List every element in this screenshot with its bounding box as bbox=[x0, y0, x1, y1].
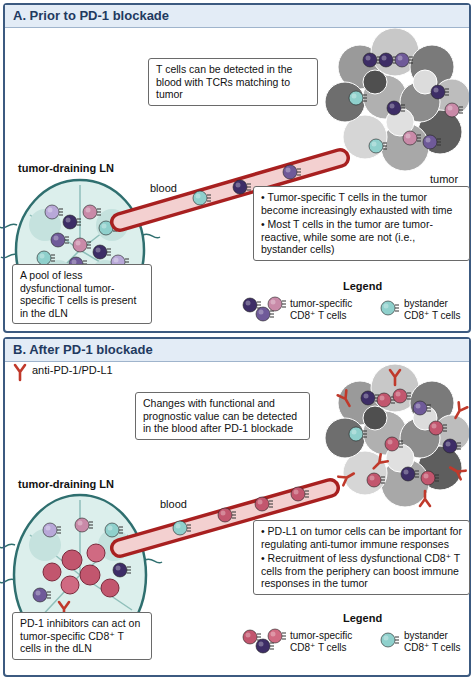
antibody-symbol bbox=[15, 365, 25, 380]
drawing-use bbox=[33, 588, 51, 602]
drawing-use bbox=[173, 521, 191, 535]
drawing-use bbox=[233, 180, 251, 194]
drawing-use bbox=[395, 53, 413, 67]
drawing-use bbox=[349, 91, 367, 105]
drawing-use bbox=[83, 205, 101, 219]
drawing-circle bbox=[62, 550, 82, 570]
drawing-use bbox=[73, 238, 91, 252]
lymph-node bbox=[0, 180, 160, 320]
callout-box: PD-1 inhibitors can act on tumor-specifi… bbox=[12, 612, 152, 660]
drawing-use bbox=[423, 135, 441, 149]
callout-text: • Tumor-specific T cells in the tumor be… bbox=[261, 191, 462, 216]
drawing-path bbox=[143, 234, 160, 238]
drawing-circle bbox=[61, 576, 79, 594]
drawing-use bbox=[75, 518, 93, 532]
legend-text: tumor-specific CD8⁺ T cells bbox=[290, 630, 374, 654]
drawing-use bbox=[105, 523, 123, 537]
drawing-use bbox=[349, 427, 367, 441]
drawing-use bbox=[401, 467, 419, 481]
legend-text: bystander CD8⁺ T cells bbox=[404, 630, 470, 654]
drawing-use bbox=[381, 633, 399, 647]
drawing-use bbox=[45, 205, 63, 219]
panel-title: B. After PD-1 blockade bbox=[5, 339, 469, 362]
drawing-use bbox=[390, 370, 400, 385]
drawing-use bbox=[431, 85, 449, 99]
drawing-ellipse bbox=[16, 180, 144, 320]
drawing-use bbox=[283, 165, 301, 179]
drawing-use bbox=[393, 389, 411, 403]
drawing-use bbox=[381, 301, 399, 315]
drawing-use bbox=[193, 191, 211, 205]
legend-text: tumor-specific CD8⁺ T cells bbox=[290, 298, 374, 322]
drawing-use bbox=[218, 508, 236, 522]
drawing-use bbox=[451, 402, 467, 420]
text-label: Legend bbox=[343, 612, 382, 625]
drawing-use bbox=[338, 469, 356, 485]
callout-box: T cells can be detected in the blood wit… bbox=[148, 58, 318, 106]
drawing-use bbox=[420, 491, 430, 506]
drawing-use bbox=[413, 401, 431, 415]
drawing-use bbox=[113, 563, 131, 577]
drawing-use bbox=[51, 233, 69, 247]
drawing-use bbox=[268, 629, 286, 643]
drawing-path bbox=[145, 559, 162, 563]
drawing-use bbox=[268, 297, 286, 311]
text-label: tumor-draining LN bbox=[18, 478, 114, 491]
callout-text: • PD-L1 on tumor cells can be important … bbox=[261, 525, 462, 550]
tumor bbox=[325, 364, 470, 507]
drawing-use bbox=[445, 103, 463, 117]
legend-samples bbox=[243, 297, 399, 321]
drawing-use bbox=[448, 463, 466, 479]
callout-text: Changes with functional and prognostic v… bbox=[143, 397, 302, 435]
text-label: anti-PD-1/PD-L1 bbox=[32, 364, 113, 377]
drawing-use bbox=[93, 245, 111, 259]
callout-box: • Tumor-specific T cells in the tumor be… bbox=[253, 186, 470, 261]
drawing-use bbox=[403, 131, 421, 145]
panel: B. After PD-1 blockadeChanges with funct… bbox=[3, 337, 471, 677]
text-label: tumor bbox=[430, 173, 458, 186]
drawing-path bbox=[30, 500, 132, 620]
drawing-circle bbox=[87, 544, 105, 562]
drawing-use bbox=[63, 215, 81, 229]
drawing-use bbox=[361, 391, 379, 405]
drawing-use bbox=[379, 53, 397, 67]
drawing-circle bbox=[101, 579, 119, 597]
drawing-use bbox=[291, 487, 309, 501]
drawing-use bbox=[255, 497, 273, 511]
drawing-use bbox=[385, 437, 403, 451]
drawing-use bbox=[443, 439, 461, 453]
drawing-use bbox=[325, 364, 470, 507]
legend-samples bbox=[243, 629, 399, 653]
legend-text: bystander CD8⁺ T cells bbox=[404, 298, 470, 322]
callout-text: • Recruitment of less dysfunctional CD8⁺… bbox=[261, 552, 462, 590]
drawing-use bbox=[363, 53, 381, 67]
callout-box: • PD-L1 on tumor cells can be important … bbox=[253, 520, 470, 595]
drawing-use bbox=[377, 393, 395, 407]
drawing-use bbox=[37, 251, 55, 265]
drawing-circle bbox=[43, 563, 61, 581]
callout-text: PD-1 inhibitors can act on tumor-specifi… bbox=[20, 617, 144, 655]
drawing-use bbox=[387, 101, 405, 115]
callout-text: • Most T cells in the tumor are tumor-re… bbox=[261, 218, 462, 256]
drawing-circle bbox=[80, 565, 100, 585]
drawing-use bbox=[421, 471, 439, 485]
drawing-use bbox=[370, 454, 388, 472]
tumor bbox=[325, 28, 470, 171]
drawing-use bbox=[43, 523, 61, 537]
callout-text: T cells can be detected in the blood wit… bbox=[156, 63, 310, 101]
text-label: Legend bbox=[343, 280, 382, 293]
drawing-use bbox=[429, 421, 447, 435]
callout-text: A pool of less dysfunctional tumor-speci… bbox=[20, 269, 144, 319]
drawing-use bbox=[338, 390, 354, 408]
text-label: blood bbox=[150, 182, 177, 195]
panel-title: A. Prior to PD-1 blockade bbox=[5, 5, 469, 28]
text-label: blood bbox=[160, 498, 187, 511]
drawing-use bbox=[369, 139, 387, 153]
callout-box: Changes with functional and prognostic v… bbox=[135, 392, 310, 440]
drawing-use bbox=[325, 28, 470, 171]
text-label: tumor-draining LN bbox=[18, 162, 114, 175]
drawing-use bbox=[367, 473, 385, 487]
callout-box: A pool of less dysfunctional tumor-speci… bbox=[12, 264, 152, 324]
